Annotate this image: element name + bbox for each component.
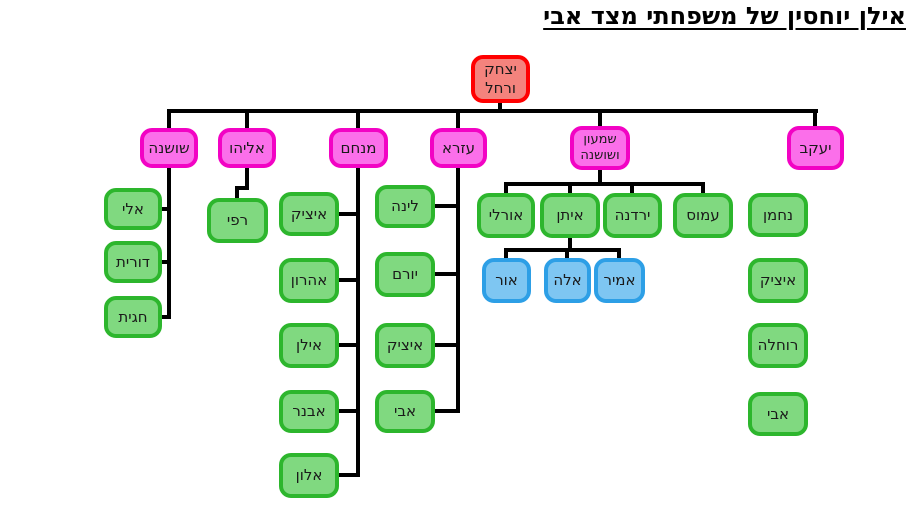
- tree-node-alon: אלון: [279, 453, 339, 498]
- connector-line: [158, 260, 170, 264]
- connector-line: [235, 186, 249, 190]
- tree-node-ela: אלה: [544, 258, 591, 303]
- tree-node-itzik-yaakov: איציק: [748, 258, 808, 303]
- tree-node-yaakov: יעקב: [787, 126, 844, 170]
- tree-node-ezra: עזרא: [430, 128, 487, 168]
- connector-line: [433, 343, 459, 347]
- connector-line: [167, 168, 171, 319]
- connector-line: [598, 170, 602, 184]
- tree-node-itzik-ezra: איציק: [375, 323, 435, 368]
- tree-node-eitan: איתן: [540, 193, 600, 238]
- tree-node-hagit: חגית: [104, 296, 162, 338]
- connector-line: [356, 111, 360, 130]
- tree-node-eliyahu: אליהו: [218, 128, 276, 168]
- connector-line: [337, 343, 359, 347]
- tree-node-rafi: רפי: [207, 198, 268, 243]
- connector-line: [158, 315, 170, 319]
- connector-line: [337, 409, 359, 413]
- tree-node-yardena: ירדנה: [603, 193, 662, 238]
- connector-line: [504, 248, 621, 252]
- tree-node-itzik-menachem: איציק: [279, 192, 339, 236]
- tree-node-ilan: אילן: [279, 323, 339, 368]
- connector-line: [565, 250, 569, 260]
- connector-line: [167, 111, 171, 130]
- connector-line: [630, 184, 634, 195]
- connector-line: [167, 109, 818, 113]
- tree-node-shimon-veshoshana: שמעון ושושנה: [570, 126, 630, 170]
- connector-line: [337, 278, 359, 282]
- connector-line: [158, 207, 170, 211]
- connector-line: [617, 250, 621, 260]
- tree-node-amir: אמיר: [594, 258, 645, 303]
- tree-node-ruchale: רוחלה: [748, 323, 808, 368]
- connector-line: [504, 182, 705, 186]
- connector-line: [235, 186, 239, 200]
- tree-node-yitzhak-rachel: יצחק ורחל: [471, 55, 530, 103]
- tree-node-eli: אלי: [104, 188, 162, 230]
- connector-line: [598, 111, 602, 128]
- tree-node-lina: לינה: [375, 185, 435, 228]
- connector-line: [504, 250, 508, 260]
- connector-line: [245, 168, 249, 190]
- tree-node-orli: אורלי: [477, 193, 535, 238]
- connector-line: [456, 111, 460, 130]
- tree-node-amos: עמוס: [673, 193, 733, 238]
- connector-line: [504, 184, 508, 195]
- connector-line: [337, 473, 359, 477]
- tree-node-menachem: מנחם: [329, 128, 388, 168]
- connector-line: [433, 409, 459, 413]
- tree-node-avi-ezra: אבי: [375, 390, 435, 433]
- tree-node-nachman: נחמן: [748, 193, 808, 237]
- tree-node-dorit: דורית: [104, 241, 162, 283]
- connector-line: [813, 111, 817, 128]
- connector-line: [456, 168, 460, 413]
- page-title: אילן יוחסין של משפחתי מצד אבי: [543, 2, 906, 30]
- connector-line: [337, 212, 359, 216]
- connector-line: [568, 238, 572, 252]
- connector-line: [433, 204, 459, 208]
- tree-node-aharon: אהרון: [279, 258, 339, 303]
- connector-line: [498, 103, 502, 113]
- tree-node-or: אור: [482, 258, 531, 303]
- connector-line: [356, 168, 360, 477]
- connector-line: [701, 184, 705, 195]
- tree-node-avi-yaakov: אבי: [748, 392, 808, 436]
- connector-line: [245, 111, 249, 130]
- tree-node-avner: אבנר: [279, 390, 339, 433]
- tree-node-shoshana: שושנה: [140, 128, 198, 168]
- connector-line: [433, 272, 459, 276]
- connector-line: [568, 184, 572, 195]
- tree-node-yoram: יורם: [375, 252, 435, 297]
